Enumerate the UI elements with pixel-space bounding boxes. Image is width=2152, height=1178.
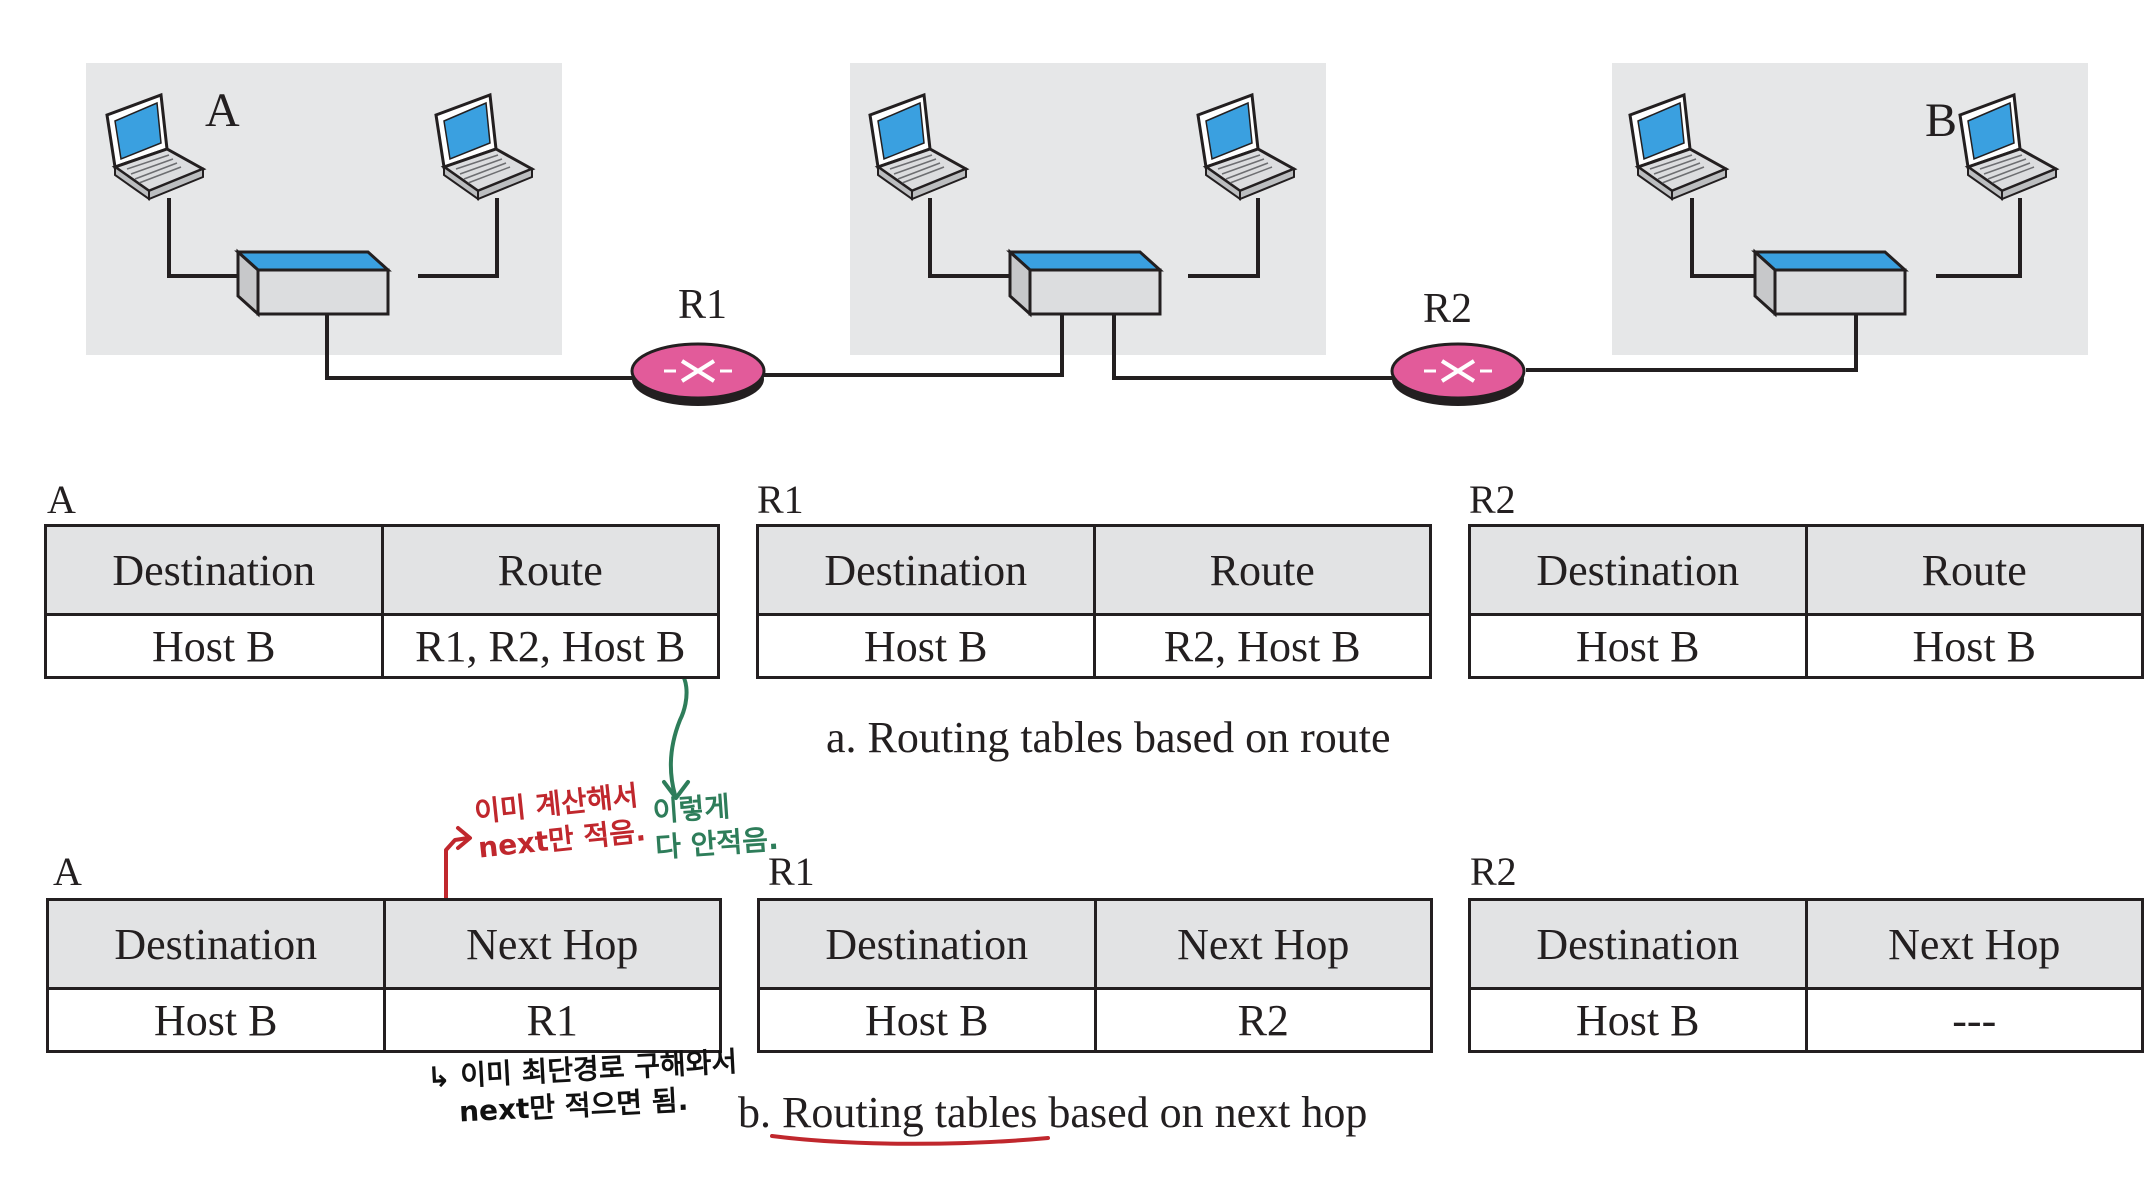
routing-table-a-route: Destination Route Host B R1, R2, Host B	[44, 524, 720, 679]
green-arrow	[668, 664, 689, 797]
router-icon	[1390, 342, 1526, 408]
column-header-destination: Destination	[756, 524, 1096, 616]
cell-destination: Host B	[757, 987, 1097, 1053]
routing-table-r1-route: Destination Route Host B R2, Host B	[756, 524, 1432, 679]
column-header-next-hop: Next Hop	[382, 898, 722, 990]
cell-destination: Host B	[1468, 613, 1808, 679]
routing-table-r2-route: Destination Route Host B Host B	[1468, 524, 2144, 679]
cell-route: R1, R2, Host B	[380, 613, 720, 679]
cell-route: Host B	[1804, 613, 2144, 679]
column-header-next-hop: Next Hop	[1093, 898, 1433, 990]
column-header-route: Route	[1804, 524, 2144, 616]
switch-icon	[1008, 250, 1162, 316]
annotation-green-note: 이렇게 다 안적음.	[652, 786, 780, 866]
column-header-destination: Destination	[44, 524, 384, 616]
router-icon	[630, 342, 766, 408]
column-header-destination: Destination	[46, 898, 386, 990]
cell-next-hop: R1	[382, 987, 722, 1053]
column-header-destination: Destination	[757, 898, 1097, 990]
lan-wires	[167, 198, 2022, 278]
table-r2-route-name: R2	[1469, 477, 1516, 522]
cell-destination: Host B	[46, 987, 386, 1053]
routing-table-r1-next-hop: Destination Next Hop Host B R2	[757, 898, 1433, 1053]
caption-route-tables: a. Routing tables based on route	[826, 713, 1391, 762]
cell-destination: Host B	[1468, 987, 1808, 1053]
column-header-route: Route	[1092, 524, 1432, 616]
router-r1-label: R1	[678, 282, 727, 328]
column-header-destination: Destination	[1468, 524, 1808, 616]
table-r1-route-name: R1	[757, 477, 804, 522]
caption-next-hop-tables: b. Routing tables based on next hop	[738, 1088, 1368, 1137]
switch-icon	[1753, 250, 1907, 316]
routing-table-a-next-hop: Destination Next Hop Host B R1	[46, 898, 722, 1053]
red-arrow	[444, 836, 470, 932]
cell-destination: Host B	[756, 613, 1096, 679]
green-arrowhead	[662, 780, 690, 800]
red-arrowhead	[456, 826, 472, 850]
cell-next-hop: R2	[1093, 987, 1433, 1053]
table-a-next-hop-name: A	[53, 849, 82, 894]
column-header-next-hop: Next Hop	[1804, 898, 2144, 990]
table-a-route-name: A	[47, 477, 76, 522]
column-header-destination: Destination	[1468, 898, 1808, 990]
backbone-links	[325, 314, 1858, 380]
switch-icon	[236, 250, 390, 316]
red-underline	[770, 1134, 1050, 1146]
column-header-route: Route	[380, 524, 720, 616]
host-a-label: A	[205, 84, 240, 137]
host-b-label: B	[1925, 94, 1957, 147]
cell-destination: Host B	[44, 613, 384, 679]
cell-route: R2, Host B	[1092, 613, 1432, 679]
router-r2-label: R2	[1423, 286, 1472, 332]
cell-next-hop: ---	[1804, 987, 2144, 1053]
table-r1-next-hop-name: R1	[768, 849, 815, 894]
table-r2-next-hop-name: R2	[1470, 849, 1517, 894]
routing-table-r2-next-hop: Destination Next Hop Host B ---	[1468, 898, 2144, 1053]
